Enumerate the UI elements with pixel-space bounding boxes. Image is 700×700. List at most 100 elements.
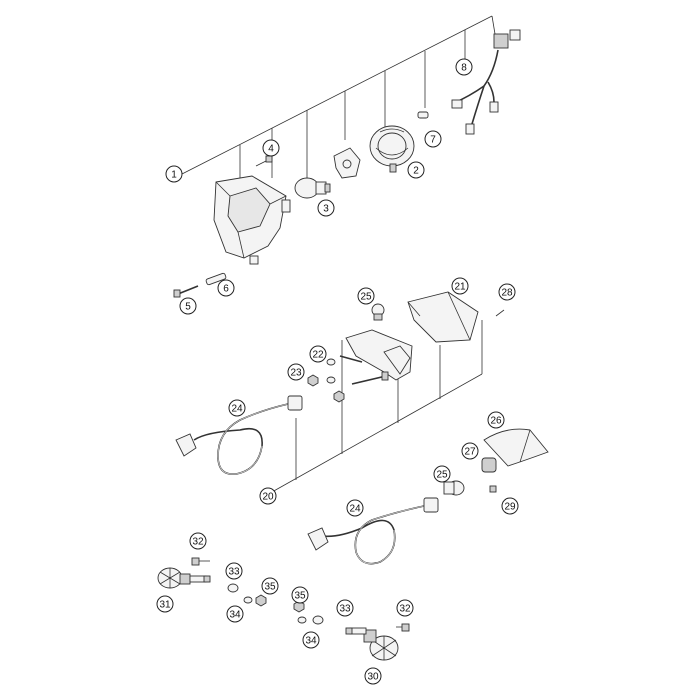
callout-number: 25: [360, 292, 372, 303]
callout-number: 34: [305, 636, 317, 647]
callout-circle: [407, 161, 425, 179]
callout-circle: [262, 139, 280, 157]
callout-c32a: 32: [189, 532, 207, 550]
tail-lens-part-21: [407, 291, 479, 343]
callout-circle: [501, 497, 519, 515]
callout-number: 24: [231, 404, 243, 415]
callout-c34b: 34: [302, 631, 320, 649]
callout-number: 1: [171, 170, 177, 181]
callout-c25b: 25: [433, 465, 451, 483]
screw-part-32-left: [191, 557, 210, 566]
callout-circle: [259, 487, 277, 505]
callout-number: 27: [464, 447, 476, 458]
callout-c27: 27: [461, 442, 479, 460]
callout-circle: [451, 277, 469, 295]
callout-circle: [261, 577, 279, 595]
callout-number: 3: [323, 204, 329, 215]
screw-part-29: [489, 485, 497, 493]
callout-number: 5: [185, 302, 191, 313]
callout-circle: [424, 130, 442, 148]
callout-c3: 3: [317, 199, 335, 217]
sleeve-part-6: [205, 272, 227, 286]
callout-number: 4: [268, 144, 274, 155]
callout-number: 6: [223, 284, 229, 295]
callout-number: 34: [229, 610, 241, 621]
callout-number: 26: [490, 416, 502, 427]
bolt-part-5: [173, 285, 199, 298]
small-bulb-part-7: [417, 111, 429, 119]
callout-circle: [287, 363, 305, 381]
callout-circle: [225, 562, 243, 580]
callout-c20: 20: [259, 487, 277, 505]
callout-number: 32: [192, 537, 204, 548]
callout-c30: 30: [364, 667, 382, 685]
callout-c22: 22: [309, 345, 327, 363]
license-lamp-part-26: [483, 428, 549, 467]
callout-number: 28: [501, 288, 513, 299]
callout-circle: [317, 199, 335, 217]
callout-circle: [487, 411, 505, 429]
washer-part-33-right: [312, 615, 324, 625]
callout-c24a: 24: [228, 399, 246, 417]
callout-circle: [396, 599, 414, 617]
callout-c26: 26: [487, 411, 505, 429]
callout-number: 20: [262, 492, 274, 503]
callout-c21: 21: [451, 277, 469, 295]
callout-c35b: 35: [291, 586, 309, 604]
callout-number: 21: [454, 282, 466, 293]
headlight-housing: [213, 175, 291, 265]
callout-number: 22: [312, 350, 324, 361]
callout-number: 24: [349, 504, 361, 515]
callout-circle: [346, 499, 364, 517]
bulb-holder: [333, 147, 361, 179]
callout-number: 32: [399, 604, 411, 615]
washer-part-34-left: [243, 596, 253, 604]
callout-c2: 2: [407, 161, 425, 179]
callout-circle: [302, 631, 320, 649]
bulb-part-3: [294, 177, 331, 199]
callout-circle: [433, 465, 451, 483]
callout-circle: [226, 605, 244, 623]
callout-circle: [217, 279, 235, 297]
washer-part-22: [326, 358, 336, 384]
nut-part-23: [307, 374, 345, 403]
tail-light-bulb-part-25: [371, 303, 385, 321]
callout-circle: [455, 58, 473, 76]
callout-number: 7: [430, 135, 436, 146]
turn-signal-part-30: [345, 627, 399, 661]
callout-number: 33: [339, 604, 351, 615]
washer-part-33-left: [227, 583, 239, 593]
callout-c28: 28: [498, 283, 516, 301]
screw-part-28: [495, 309, 505, 317]
callout-circle: [498, 283, 516, 301]
callout-circle: [364, 667, 382, 685]
callout-number: 25: [436, 470, 448, 481]
callout-c29: 29: [501, 497, 519, 515]
callout-number: 2: [413, 166, 419, 177]
callout-circle: [357, 287, 375, 305]
callout-number: 35: [294, 591, 306, 602]
callout-circle: [291, 586, 309, 604]
callout-c33a: 33: [225, 562, 243, 580]
callout-number: 30: [367, 672, 379, 683]
callout-c35a: 35: [261, 577, 279, 595]
callout-c7: 7: [424, 130, 442, 148]
callout-c6: 6: [217, 279, 235, 297]
callout-circle: [309, 345, 327, 363]
callout-circle: [336, 599, 354, 617]
callout-circle: [228, 399, 246, 417]
callout-number: 8: [461, 63, 467, 74]
callout-c31: 31: [156, 595, 174, 613]
callout-circle: [156, 595, 174, 613]
screw-part-4: [255, 155, 273, 167]
callout-c1: 1: [165, 165, 183, 183]
callout-c25a: 25: [357, 287, 375, 305]
bulb-part-25-lower: [443, 480, 465, 496]
tail-light-bracket-part-20: [339, 329, 413, 385]
callout-c23: 23: [287, 363, 305, 381]
rubber-boot-part-2: [369, 125, 415, 173]
washer-part-34-right: [297, 616, 307, 624]
callout-number: 31: [159, 600, 171, 611]
